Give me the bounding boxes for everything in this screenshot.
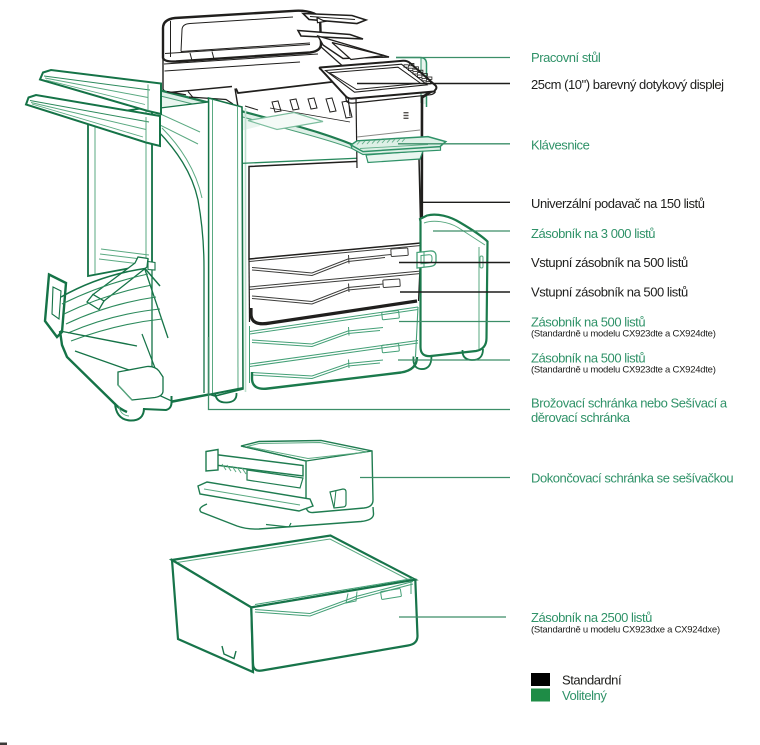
svg-text:(Standardně u modelu CX923dte: (Standardně u modelu CX923dte a CX924dte…	[531, 365, 716, 376]
svg-text:Pracovní stůl: Pracovní stůl	[531, 50, 601, 65]
svg-text:Dokončovací schránka se sešíva: Dokončovací schránka se sešívačkou	[531, 471, 733, 486]
svg-text:Klávesnice: Klávesnice	[531, 138, 590, 153]
svg-text:Volitelný: Volitelný	[562, 688, 607, 703]
svg-text:Zásobník na 500 listů: Zásobník na 500 listů	[531, 351, 645, 366]
svg-text:Vstupní zásobník na 500 listů: Vstupní zásobník na 500 listů	[531, 255, 688, 270]
svg-text:Brožovací schránka nebo Sešíva: Brožovací schránka nebo Sešívací a	[531, 396, 728, 411]
svg-text:Zásobník na 3 000 listů: Zásobník na 3 000 listů	[531, 226, 655, 241]
svg-text:Univerzální podavač na 150 lis: Univerzální podavač na 150 listů	[531, 196, 705, 211]
svg-text:děrovací schránka: děrovací schránka	[531, 410, 631, 425]
svg-text:(Standardně u modelu CX923dxe: (Standardně u modelu CX923dxe a CX924dxe…	[531, 625, 720, 636]
svg-text:25cm (10") barevný dotykový di: 25cm (10") barevný dotykový displej	[531, 77, 724, 92]
svg-text:Zásobník na 2500 listů: Zásobník na 2500 listů	[531, 610, 652, 625]
svg-text:Vstupní zásobník na 500 listů: Vstupní zásobník na 500 listů	[531, 285, 688, 300]
svg-text:(Standardně u modelu CX923dte: (Standardně u modelu CX923dte a CX924dte…	[531, 329, 716, 340]
svg-text:Standardní: Standardní	[562, 673, 622, 688]
svg-text:Zásobník na 500 listů: Zásobník na 500 listů	[531, 315, 645, 330]
